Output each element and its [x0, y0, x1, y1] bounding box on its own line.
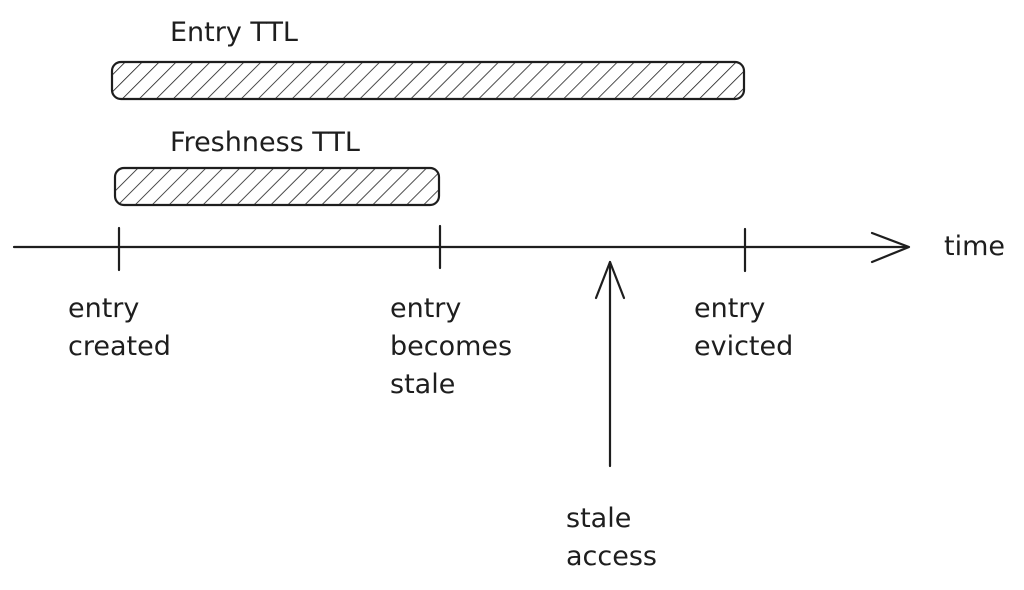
- time-axis-label: time: [944, 231, 1006, 262]
- freshness-ttl-bar: [113, 166, 441, 207]
- entry-becomes-stale-label: entry becomes stale: [390, 293, 513, 400]
- entry-ttl-label: Entry TTL: [170, 17, 298, 48]
- entry-evicted-label: entry evicted: [694, 293, 794, 362]
- entry-ttl-bar: [110, 60, 746, 101]
- freshness-ttl-label: Freshness TTL: [170, 127, 360, 158]
- time-axis-arrowhead: [870, 231, 911, 264]
- stale-access-label: stale access: [566, 503, 657, 572]
- stale-access-arrowhead: [594, 260, 626, 300]
- entry-created-label: entry created: [68, 293, 171, 362]
